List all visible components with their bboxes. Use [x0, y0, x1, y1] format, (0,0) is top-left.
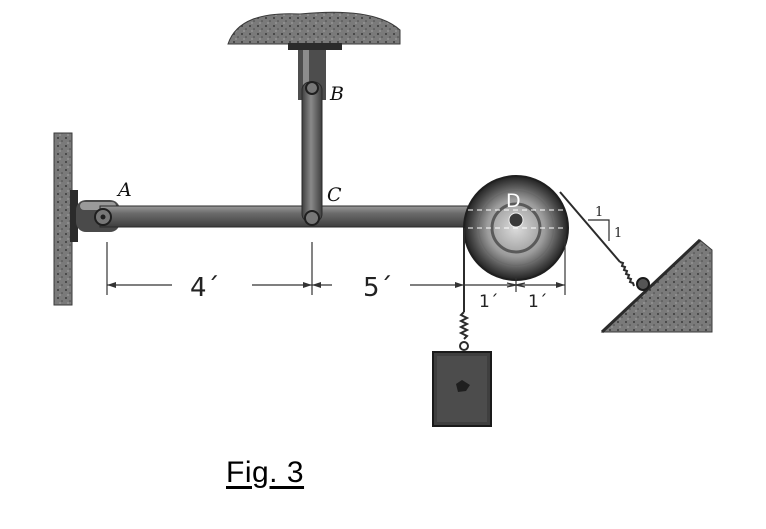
- bracket-b-highlight: [303, 50, 309, 100]
- ceiling-support: [227, 11, 401, 45]
- dimension-arrows: [107, 282, 565, 288]
- right-ground-edge: [600, 238, 702, 334]
- pin-c: [304, 210, 320, 226]
- pulley-hub: [508, 212, 524, 228]
- figure-caption: Fig. 3: [226, 456, 305, 489]
- link-bc: [301, 81, 323, 223]
- label-c: C: [327, 184, 342, 206]
- label-d: D: [506, 190, 521, 212]
- spring-to-weight: [458, 311, 470, 340]
- ceiling-plate: [288, 43, 342, 50]
- radius-left-label: 1´: [479, 292, 498, 312]
- dimension-cd-label: 5´: [363, 273, 393, 303]
- weight-marking: [456, 380, 470, 392]
- label-b: B: [329, 83, 344, 105]
- wall-plate: [70, 190, 78, 242]
- radius-right-label: 1´: [528, 292, 547, 312]
- dimension-lines: [106, 236, 566, 295]
- ground-anchor: [636, 277, 650, 291]
- slope-triangle: [588, 219, 610, 241]
- slope-rise-label: 1: [614, 226, 622, 241]
- dimension-ac-label: 4´: [190, 273, 220, 303]
- cable-to-ground: [559, 191, 621, 263]
- spring-to-ground: [619, 261, 635, 287]
- left-wall: [53, 132, 73, 306]
- pin-a-center: [100, 214, 106, 220]
- pin-b: [305, 81, 319, 95]
- slope-run-label: 1: [595, 205, 603, 220]
- label-a: A: [116, 179, 132, 201]
- weight-hook: [459, 341, 469, 351]
